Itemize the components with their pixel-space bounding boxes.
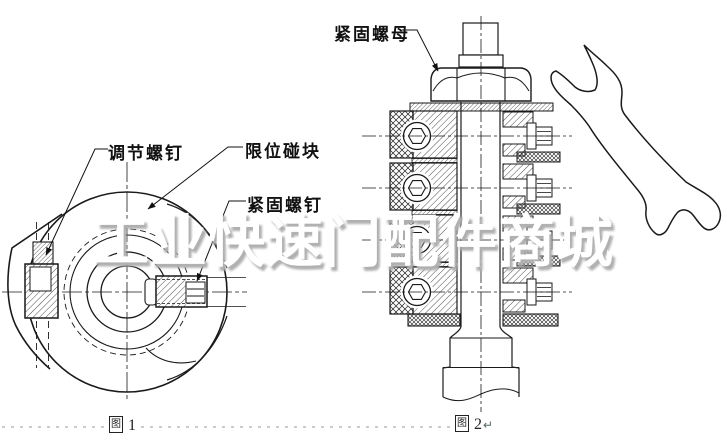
cam-block-stack-right [502,111,561,327]
figure1-leaders [45,146,246,282]
figure-glyph-box: 图 [109,416,123,433]
return-mark: ↵ [483,418,494,432]
figure1-cam-disc [2,146,247,400]
label-fasten-screw: 紧固螺钉 [247,196,323,215]
adjust-screw-section [24,241,59,319]
label-fasten-nut: 紧固螺母 [334,25,410,44]
fasten-screw-section [144,275,246,308]
figure-glyph-box: 图 [455,415,469,432]
wrench-icon [550,44,722,236]
figure1-number: 1 [128,417,136,434]
figure2-number: 2 [474,416,482,433]
cam-block-stack-left [389,110,461,327]
label-limit-block: 限位碰块 [245,142,321,161]
label-adjust-screw: 调节螺钉 [108,144,184,163]
figure2-shaft-assembly [362,16,572,412]
